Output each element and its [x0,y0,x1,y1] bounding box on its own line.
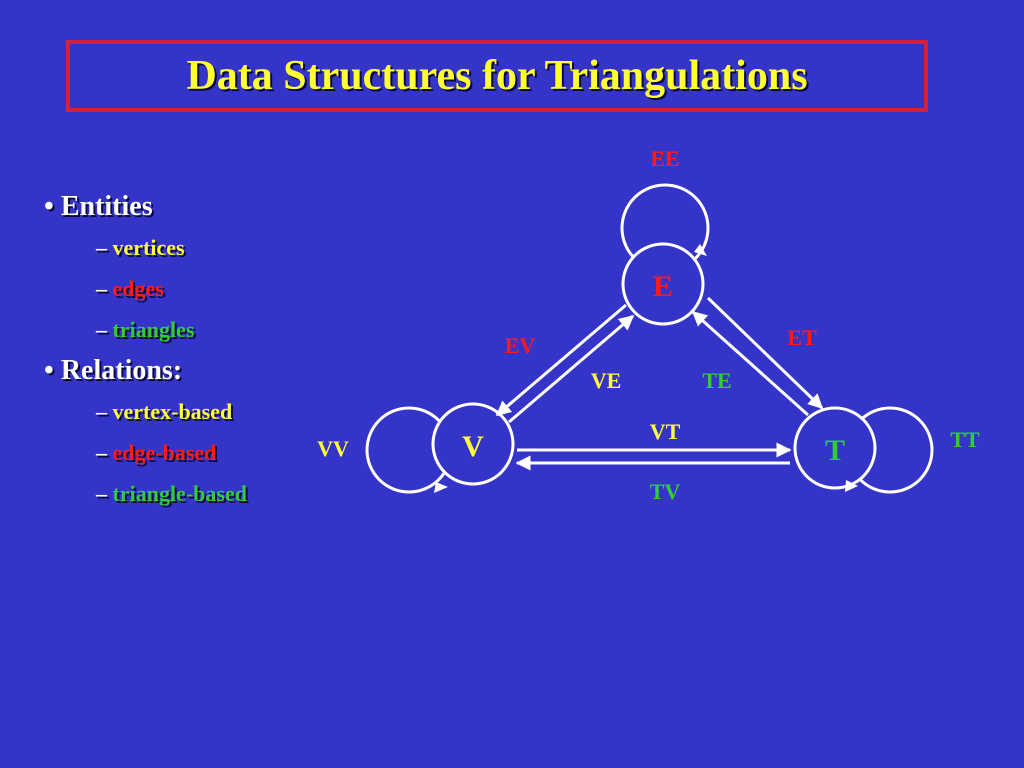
label-ve: VE [591,368,622,393]
node-t-label: T [825,434,845,467]
arrow-et [706,296,824,410]
node-e-label: E [653,270,673,303]
sub-bullet-edge-based: – edge-based [96,440,217,465]
arrow-te [691,310,810,417]
page-title: Data Structures for Triangulations [186,53,808,99]
tt-arrowhead [845,480,858,492]
bullet-entities-label: Entities [60,191,153,222]
sub-bullet-vertex-based: – vertex-based [96,399,233,424]
sub-bullet-label: vertices [112,235,185,260]
node-v [431,402,515,486]
sub-bullet-edges: – edges [96,276,164,301]
vv-arrowhead [434,482,448,493]
label-te: TE [702,368,731,393]
bullet-list: • Entities – vertices – edges – triangle… [44,186,247,514]
label-vt: VT [650,419,681,444]
label-tt: TT [950,427,980,452]
label-tv: TV [650,479,681,504]
sub-bullet-triangle-based: – triangle-based [96,481,247,506]
sub-bullet-vertices: – vertices [96,235,185,260]
sub-bullet-label: vertex-based [112,399,233,424]
bullet-relations: • Relations: [44,355,183,386]
bullet-entities: • Entities [44,191,153,222]
title-box: Data Structures for Triangulations [66,40,928,112]
bullet-relations-label: Relations: [60,355,183,386]
sub-bullet-label: triangles [112,317,195,342]
node-e [621,242,705,326]
label-et: ET [787,325,817,350]
sub-bullet-label: edges [112,276,164,301]
node-v-label: V [462,430,484,463]
arrow-ve [508,314,635,424]
arrow-ev [495,303,627,417]
sub-bullet-label: triangle-based [112,481,247,506]
label-ee: EE [650,146,679,171]
label-vv: VV [317,436,349,461]
node-t [793,406,877,490]
sub-bullet-label: edge-based [112,440,217,465]
label-ev: EV [505,333,536,358]
ee-arrowhead [694,244,707,256]
sub-bullet-triangles: – triangles [96,317,195,342]
